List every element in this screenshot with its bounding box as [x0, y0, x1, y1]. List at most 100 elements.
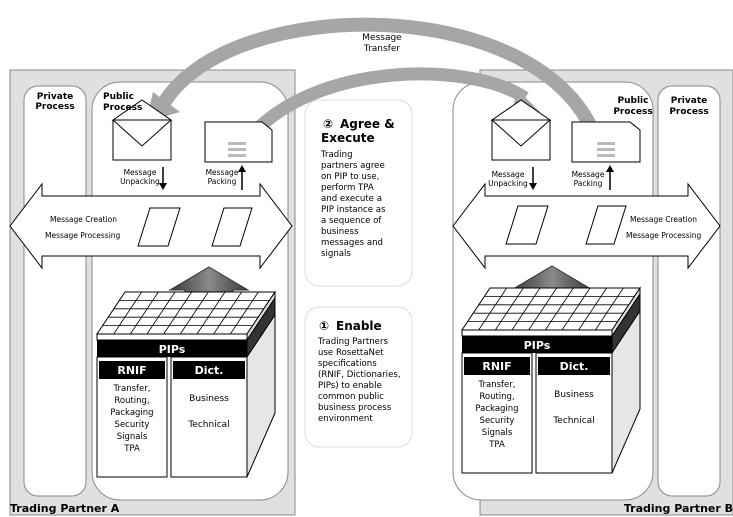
- transfer-arc-a-to-b: [234, 67, 529, 154]
- enable-body-line: use RosettaNet: [318, 348, 384, 358]
- agree-step-box: [304, 99, 413, 287]
- grid-line: [561, 287, 591, 331]
- pack-arrowhead-b: [606, 165, 614, 172]
- unpack-arrowhead-b: [529, 183, 537, 190]
- enable-body-line: specifications: [318, 359, 377, 369]
- enable-step-body: Trading Partners use RosettaNet specific…: [317, 337, 401, 424]
- pips-bar: [97, 340, 247, 357]
- public-process-label: Public: [618, 96, 649, 106]
- document-a: [204, 121, 273, 163]
- agree-step-body: Trading partners agree on PIP to use, pe…: [320, 150, 386, 259]
- dict-item: Business: [554, 390, 594, 400]
- trading-partner-a-label: Trading Partner A: [10, 502, 120, 515]
- enable-step-box: [304, 306, 413, 448]
- rnif-label: RNIF: [117, 364, 146, 377]
- pips-bar: [462, 336, 612, 353]
- message-packing-label: Packing: [208, 177, 237, 186]
- agree-step-title: Execute: [321, 131, 375, 145]
- enable-body-line: PIPs) to enable: [318, 381, 382, 391]
- agree-body-line: PIP instance as: [321, 205, 386, 215]
- dict-label: Dict.: [560, 360, 589, 373]
- agree-step-number: ②: [323, 117, 333, 131]
- grid-line: [545, 287, 574, 331]
- agree-step-title: Agree &: [340, 117, 395, 131]
- enable-step-title: Enable: [336, 319, 382, 333]
- rnif-header: [99, 361, 165, 379]
- document-b: [571, 121, 641, 163]
- message-packing-label: Message: [206, 168, 239, 177]
- message-unpacking-label: Message: [124, 168, 157, 177]
- rnif-item: Security: [115, 420, 150, 430]
- message-creation-label: Message Creation: [50, 215, 117, 224]
- message-packing-label: Message: [572, 170, 605, 179]
- message-unpacking-label: Unpacking: [488, 179, 528, 188]
- rnif-item: Packaging: [475, 404, 518, 414]
- message-flow-arrow-b: [452, 182, 721, 270]
- grid-line: [213, 291, 242, 335]
- message-sheet-a2: [211, 207, 253, 247]
- public-process-label: Process: [613, 107, 652, 117]
- message-unpacking-label: Message: [492, 170, 525, 179]
- open-envelope-b: [490, 99, 552, 161]
- grid-line: [146, 291, 176, 335]
- dict-header: [173, 361, 245, 379]
- agree-body-line: on PIP to use,: [321, 172, 379, 182]
- rnif-header: [464, 357, 530, 375]
- grid-line: [478, 287, 507, 331]
- private-process-label: Process: [669, 107, 708, 117]
- enable-body-line: Trading Partners: [317, 337, 388, 347]
- message-sheet-b2: [585, 205, 627, 245]
- grid-line: [511, 287, 541, 331]
- agree-body-line: business: [321, 227, 359, 237]
- agree-body-line: a sequence of: [321, 216, 382, 226]
- private-process-label: Private: [37, 92, 73, 102]
- rnif-label: RNIF: [482, 360, 511, 373]
- enable-body-line: environment: [318, 414, 373, 424]
- grid-line: [495, 287, 524, 331]
- message-transfer-label: Transfer: [363, 44, 400, 54]
- private-process-label: Private: [671, 96, 707, 106]
- rnif-item: Packaging: [110, 408, 153, 418]
- message-sheet-a1: [137, 207, 181, 247]
- dict-header: [538, 357, 610, 375]
- private-process-label: Process: [35, 102, 74, 112]
- dict-item: Business: [189, 394, 229, 404]
- partner-a-private-lane: [23, 85, 87, 497]
- grid-line: [230, 291, 259, 335]
- agree-body-line: messages and: [321, 238, 383, 248]
- grid-line: [528, 287, 557, 331]
- message-packing-label: Packing: [574, 179, 603, 188]
- rnif-item: Signals: [482, 428, 513, 438]
- enable-body-line: (RNIF, Dictionaries,: [318, 370, 401, 380]
- grid-line: [180, 291, 209, 335]
- enable-step-number: ①: [319, 319, 329, 333]
- dict-item: Technical: [552, 416, 594, 426]
- enable-body-line: business process: [318, 403, 392, 413]
- message-transfer-label: Message: [362, 33, 402, 43]
- dict-label: Dict.: [195, 364, 224, 377]
- public-process-label: Public: [103, 92, 134, 102]
- grid-top: [96, 291, 276, 335]
- rnif-item: Routing,: [114, 396, 149, 406]
- message-sheet-b1: [505, 205, 549, 245]
- message-unpacking-label: Unpacking: [120, 177, 160, 186]
- pip-stack-b: PIPsRNIFTransfer,Routing,PackagingSecuri…: [461, 286, 641, 474]
- rnif-item: TPA: [488, 440, 505, 450]
- grid-top: [461, 287, 641, 331]
- grid-line: [113, 291, 142, 335]
- rnif-item: Routing,: [479, 392, 514, 402]
- message-processing-label: Message Processing: [45, 231, 121, 240]
- agree-body-line: and execute a: [321, 194, 382, 204]
- grid-front: [96, 333, 248, 341]
- rnif-item: Transfer,: [113, 384, 151, 394]
- rnif-item: Signals: [117, 432, 148, 442]
- trading-partner-b-label: Trading Partner B: [624, 502, 733, 515]
- transfer-arc-b-to-a: [153, 17, 607, 154]
- grid-line: [130, 291, 159, 335]
- pack-arrowhead-a: [238, 165, 246, 172]
- pips-label: PIPs: [159, 343, 186, 356]
- dict-item: Technical: [187, 420, 229, 430]
- agree-body-line: partners agree: [321, 161, 385, 171]
